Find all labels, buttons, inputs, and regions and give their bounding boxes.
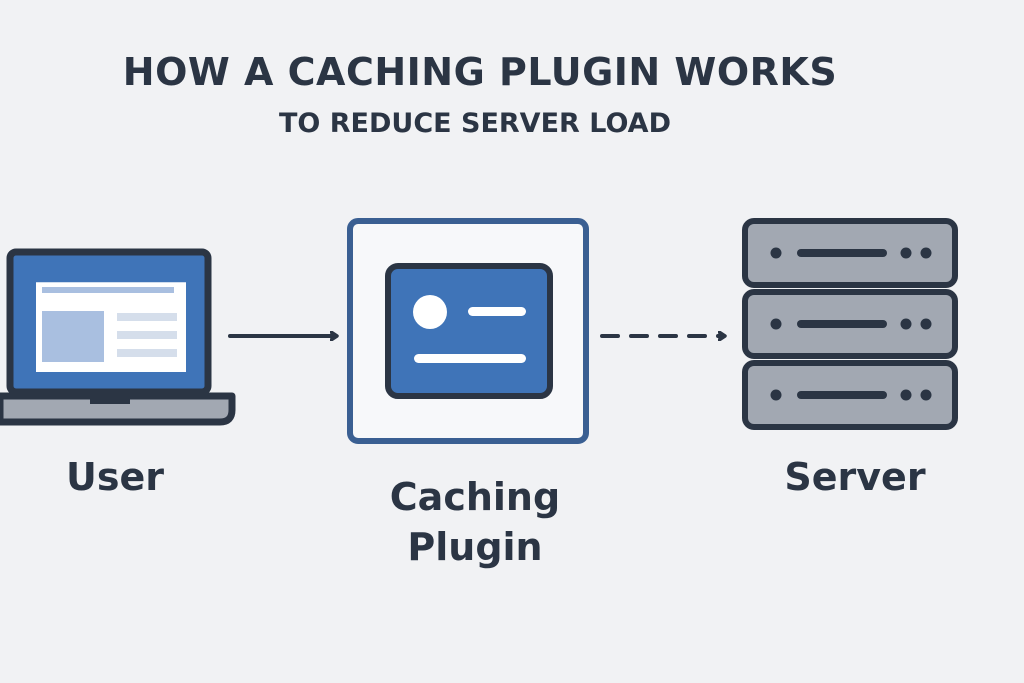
diagram-title: HOW A CACHING PLUGIN WORKS [122,50,838,94]
diagram-subtitle: TO REDUCE SERVER LOAD [279,108,671,139]
node-label-caching-plugin: Caching Plugin [360,472,590,572]
cache-card-icon [347,218,589,444]
node-label-server: Server [784,455,926,499]
node-label-user: User [66,455,164,499]
server-stack-icon [742,218,958,430]
node-label-plugin-line2: Plugin [407,525,543,569]
node-label-plugin-line1: Caching [389,475,561,519]
laptop-icon [0,248,236,426]
